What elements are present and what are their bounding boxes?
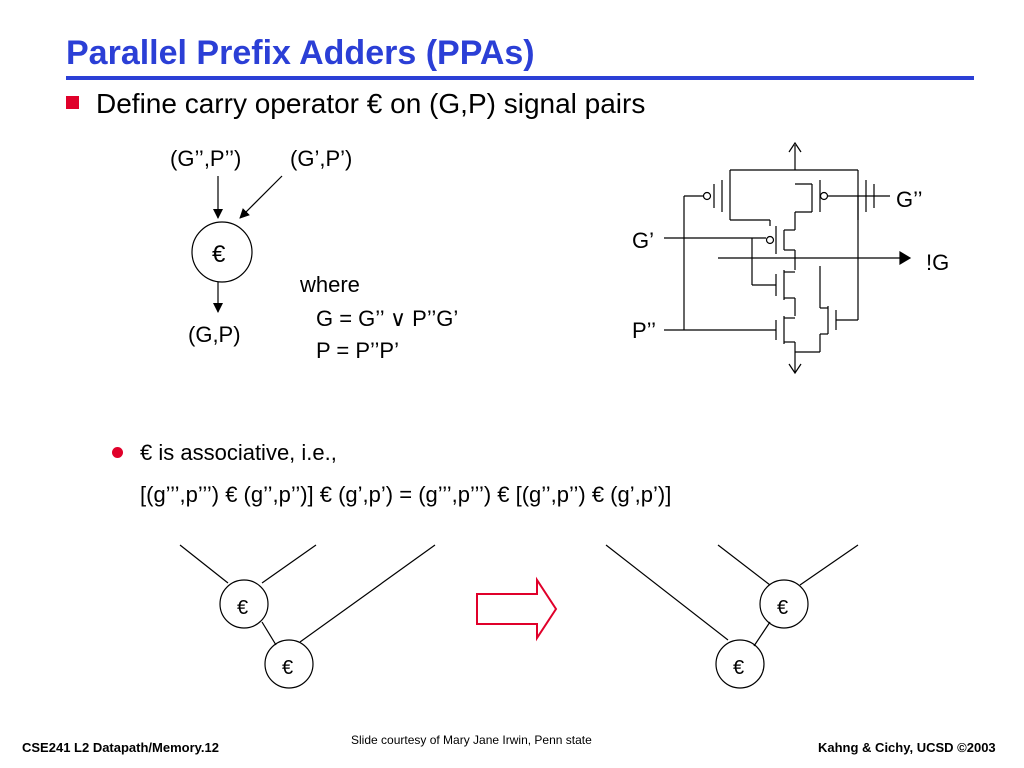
input-right-arrow bbox=[239, 175, 283, 219]
input-right-label: (G’,P’) bbox=[290, 146, 353, 171]
footer-credit: Slide courtesy of Mary Jane Irwin, Penn … bbox=[351, 733, 592, 747]
carry-operator-diagram bbox=[191, 175, 283, 313]
operator-node-symbol: € bbox=[212, 241, 226, 268]
output-label: (G,P) bbox=[188, 322, 241, 347]
left-tree-top-symbol: € bbox=[237, 597, 248, 619]
footer-authors: Kahng & Cichy, UCSD ©2003 bbox=[818, 740, 996, 755]
vdd-arrow bbox=[788, 141, 802, 153]
associative-statement: € is associative, i.e., bbox=[140, 440, 337, 465]
transform-arrow-icon bbox=[476, 576, 558, 642]
square-bullet-icon bbox=[66, 96, 79, 109]
cmos-circuit bbox=[664, 141, 912, 375]
right-tree bbox=[605, 544, 859, 689]
where-label: where bbox=[300, 272, 360, 297]
associative-equation: [(g’’’,p’’’) € (g’’,p’’)] € (g’,p’) = (g… bbox=[140, 482, 672, 507]
left-tree bbox=[179, 544, 436, 689]
footer-course: CSE241 L2 Datapath/Memory.12 bbox=[22, 740, 219, 755]
bullet-define-operator: Define carry operator € on (G,P) signal … bbox=[96, 88, 646, 119]
equation-p: P = P’’P’ bbox=[316, 338, 399, 363]
title-underline bbox=[66, 76, 974, 80]
input-left-label: (G’’,P’’) bbox=[170, 146, 242, 171]
circuit-g1-label: G’ bbox=[632, 228, 654, 253]
round-bullet-icon bbox=[112, 447, 123, 458]
left-tree-bottom-symbol: € bbox=[282, 657, 293, 679]
ground-arrow bbox=[788, 363, 802, 375]
equation-g: G = G’’ ∨ P’’G’ bbox=[316, 306, 459, 331]
operator-node bbox=[191, 221, 253, 283]
left-tree-top-node bbox=[219, 579, 269, 629]
circuit-out-label: !G bbox=[926, 250, 950, 275]
right-tree-top-node bbox=[759, 579, 809, 629]
right-tree-top-symbol: € bbox=[777, 597, 788, 619]
circuit-p2-label: P’’ bbox=[632, 318, 657, 343]
left-tree-bottom-node bbox=[264, 639, 314, 689]
slide-title: Parallel Prefix Adders (PPAs) bbox=[66, 34, 535, 72]
circuit-g2-label: G’’ bbox=[896, 187, 923, 212]
right-tree-bottom-node bbox=[715, 639, 765, 689]
right-tree-bottom-symbol: € bbox=[733, 657, 744, 679]
